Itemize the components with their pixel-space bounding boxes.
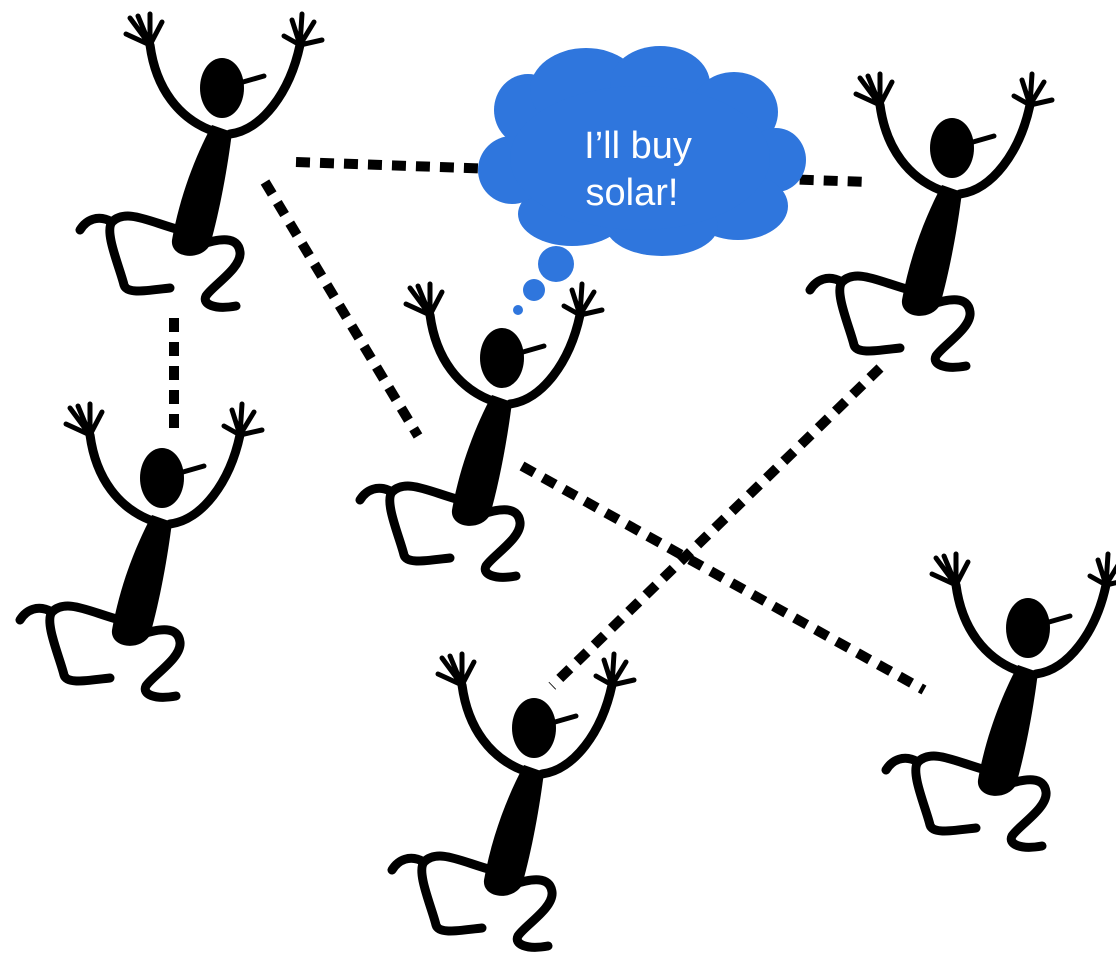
thought-dot-large bbox=[538, 246, 574, 282]
dancing-person-icon bbox=[20, 404, 262, 697]
thought-dot-small bbox=[513, 305, 523, 315]
bubble-text-line-2: solar! bbox=[586, 172, 679, 214]
connection-line bbox=[548, 364, 884, 690]
dancing-person-icon bbox=[886, 554, 1116, 847]
dancing-person-icon bbox=[80, 14, 322, 307]
dancing-person-icon bbox=[360, 284, 602, 577]
connection-line bbox=[519, 461, 927, 695]
dancing-person-icon bbox=[810, 74, 1052, 367]
bubble-text-line-1: I’ll buy bbox=[584, 125, 692, 167]
thought-bubble: I’ll buy solar! bbox=[478, 46, 806, 315]
connection-line bbox=[260, 179, 423, 439]
thought-dot-medium bbox=[523, 279, 545, 301]
dancing-person-icon bbox=[392, 654, 634, 947]
connection-lines bbox=[169, 157, 927, 695]
